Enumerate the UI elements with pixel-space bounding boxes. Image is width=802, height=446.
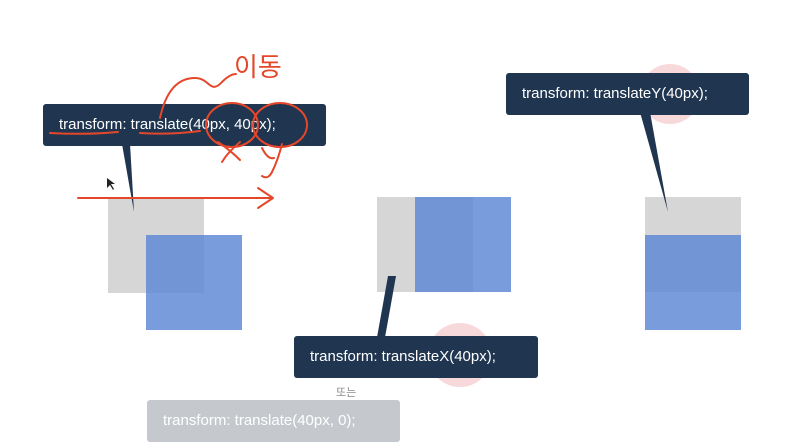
translated-box-3 [645,235,741,330]
arrow-head [257,187,274,209]
tooltip-translate-x: transform: translateX(40px); [294,336,538,378]
translated-box-2 [415,197,511,292]
tooltip-translate: transform: translate(40px, 40px); [43,104,326,146]
pointer-3 [640,112,668,212]
tooltip-translate-y: transform: translateY(40px); [506,73,749,115]
pointer-1 [122,144,134,212]
translated-box-1 [146,235,242,330]
underline-transform [49,131,119,135]
underline-translate [139,130,201,135]
annotation-move-text: 이동 [234,53,282,83]
squiggle-to-annotation [159,73,237,119]
letter-x [217,141,241,163]
circle-y-value [252,102,308,148]
letter-y [261,143,283,179]
or-label: 또는 [336,386,357,399]
pointer-2 [376,276,396,343]
tooltip-translate-alt: transform: translate(40px, 0); [147,400,400,442]
circle-x-value [205,102,259,148]
